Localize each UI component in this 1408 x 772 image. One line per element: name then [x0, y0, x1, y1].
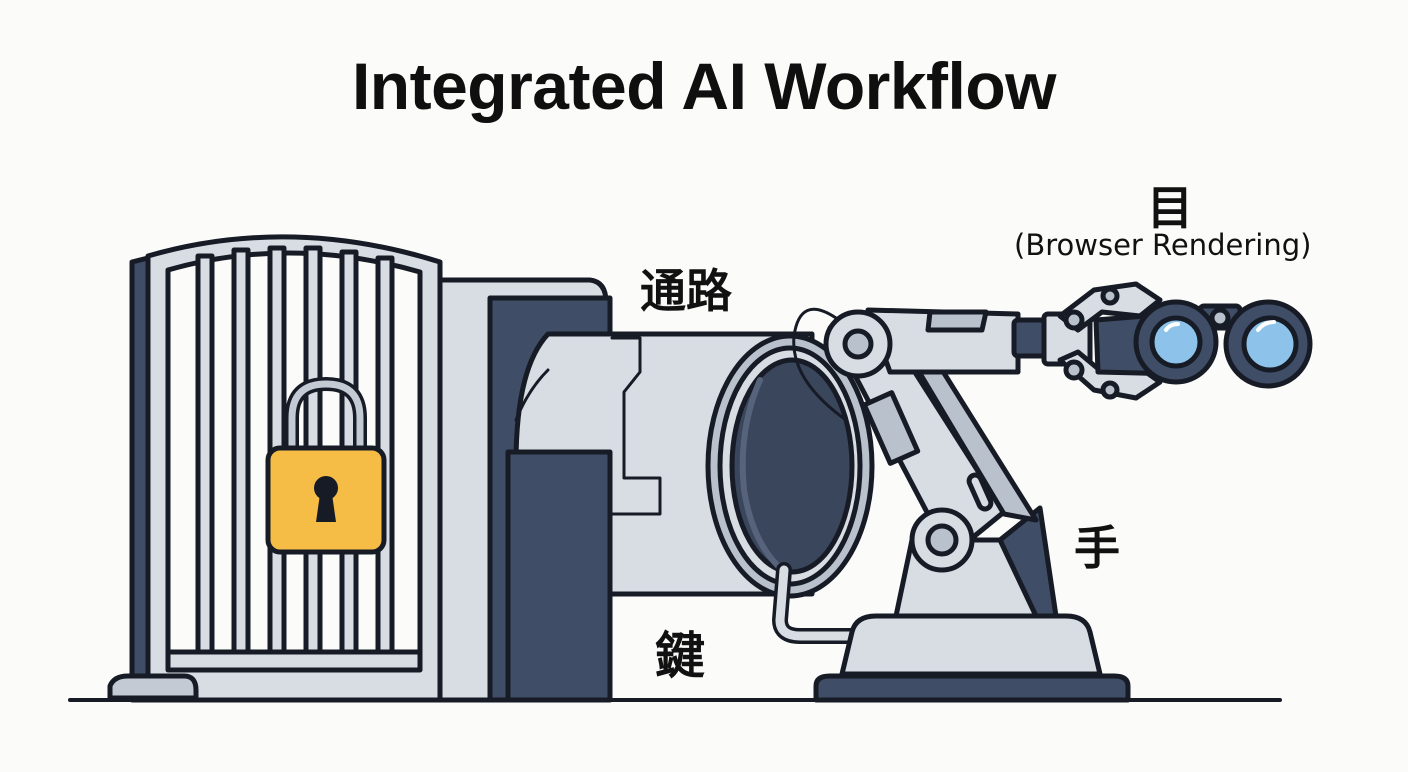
page-title: Integrated AI Workflow: [351, 49, 1057, 123]
label-key: 鍵: [655, 627, 705, 685]
binoculars-icon: [1093, 299, 1313, 389]
pipe-tunnel: [505, 331, 875, 703]
label-hand: 手: [1074, 521, 1120, 575]
label-eye-caption: (Browser Rendering): [1014, 228, 1312, 262]
label-passage: 通路: [640, 264, 732, 318]
robot-arm: [792, 307, 1131, 703]
label-eye: 目: [1147, 181, 1193, 235]
padlock-icon: [265, 377, 387, 555]
gripper: [1057, 281, 1163, 401]
